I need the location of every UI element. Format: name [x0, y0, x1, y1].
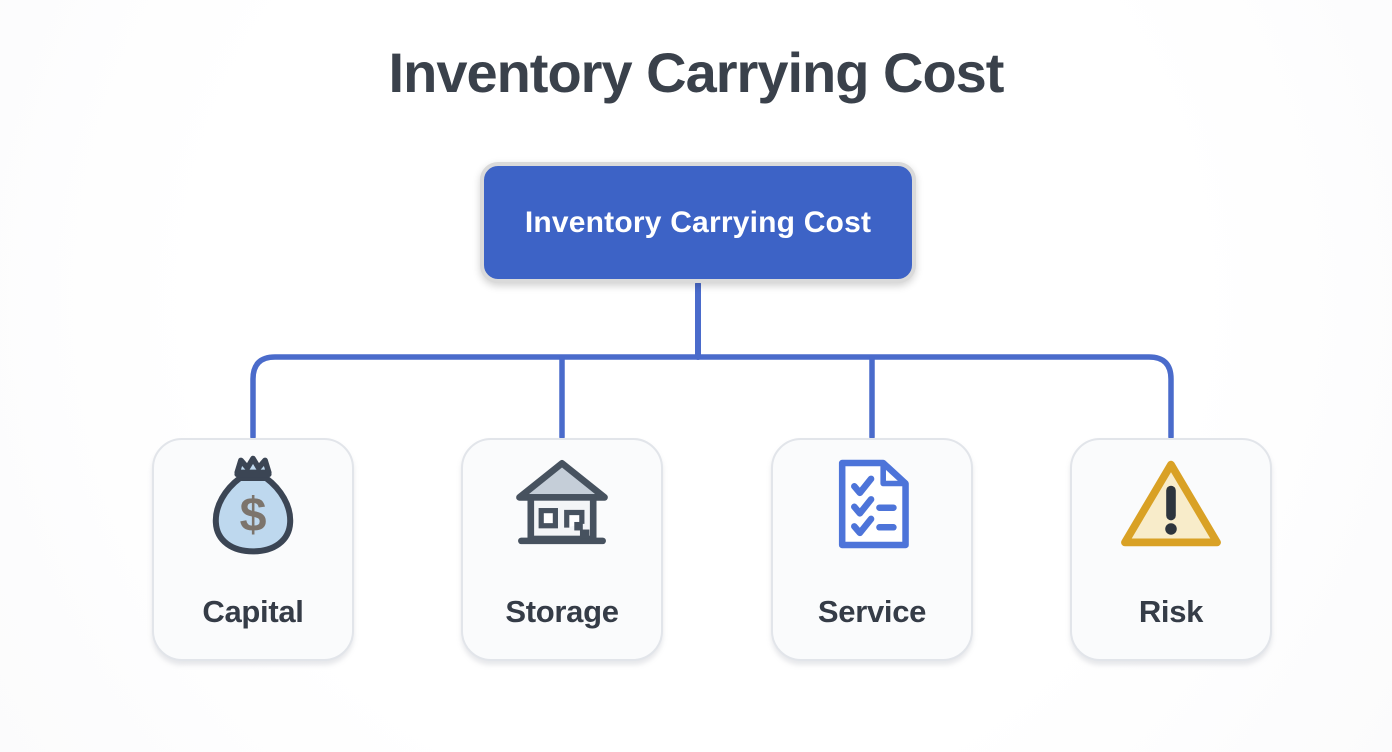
node-label-capital: Capital — [202, 594, 304, 629]
checklist-icon — [831, 454, 913, 554]
root-node-label: Inventory Carrying Cost — [524, 205, 872, 239]
warehouse-icon — [510, 454, 614, 554]
money-bag-icon: $ — [206, 454, 300, 555]
root-node-inventory-carrying-cost: Inventory Carrying Cost — [480, 162, 916, 283]
warning-triangle-icon — [1117, 454, 1225, 554]
node-label-risk: Risk — [1138, 594, 1204, 629]
node-capital: $ Capital — [152, 438, 354, 661]
node-service: Service — [771, 438, 973, 661]
node-label-service: Service — [817, 594, 927, 629]
node-storage: Storage — [461, 438, 663, 661]
node-risk: Risk — [1070, 438, 1272, 661]
page-title: Inventory Carrying Cost — [388, 41, 1005, 104]
node-label-storage: Storage — [505, 594, 619, 629]
svg-text:$: $ — [240, 488, 267, 542]
